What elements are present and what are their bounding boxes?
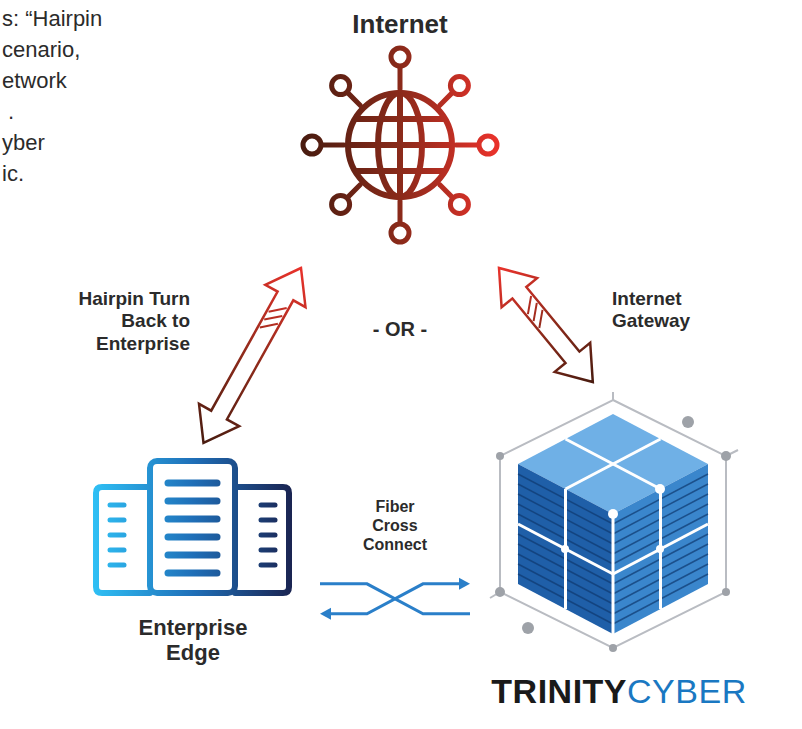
intro-text: cenario, [2,37,80,63]
intro-text: yber [2,130,45,156]
double-arrow [199,268,306,443]
internet-node: Internet [290,0,510,255]
logo: TRINITYCYBER [487,672,750,711]
arrow-head [320,608,331,620]
intro-text: s: “Hairpin [2,6,102,32]
double-arrow [499,268,593,382]
edge-label: Hairpin Turn Back to Enterprise [60,288,190,355]
arrow-outline [199,268,306,443]
arrow-head [459,578,470,590]
arrow-outline [499,268,593,382]
edge-label: Fiber Cross Connect [355,498,435,555]
intro-text: . [8,99,14,125]
cross-connect [320,578,470,620]
intro-text: etwork [2,68,67,94]
enterprise-node: Enterprise Edge [88,455,298,690]
edge-label: Internet Gateway [612,288,712,333]
fiber-line [320,584,470,614]
intro-text: ic. [2,161,24,187]
arrow-stripes [260,308,287,327]
server-icon [88,455,298,600]
logo-word: TRINITY [491,672,627,710]
node-title: Internet [290,10,510,40]
arrow-stripes [528,296,543,328]
trinity-node: TRINITYCYBER [488,392,750,724]
cube-icon [488,392,750,654]
or-label: - OR - [340,318,460,341]
logo-word: CYBER [627,672,747,710]
fiber-line [330,584,460,614]
node-title: Enterprise Edge [128,615,258,666]
